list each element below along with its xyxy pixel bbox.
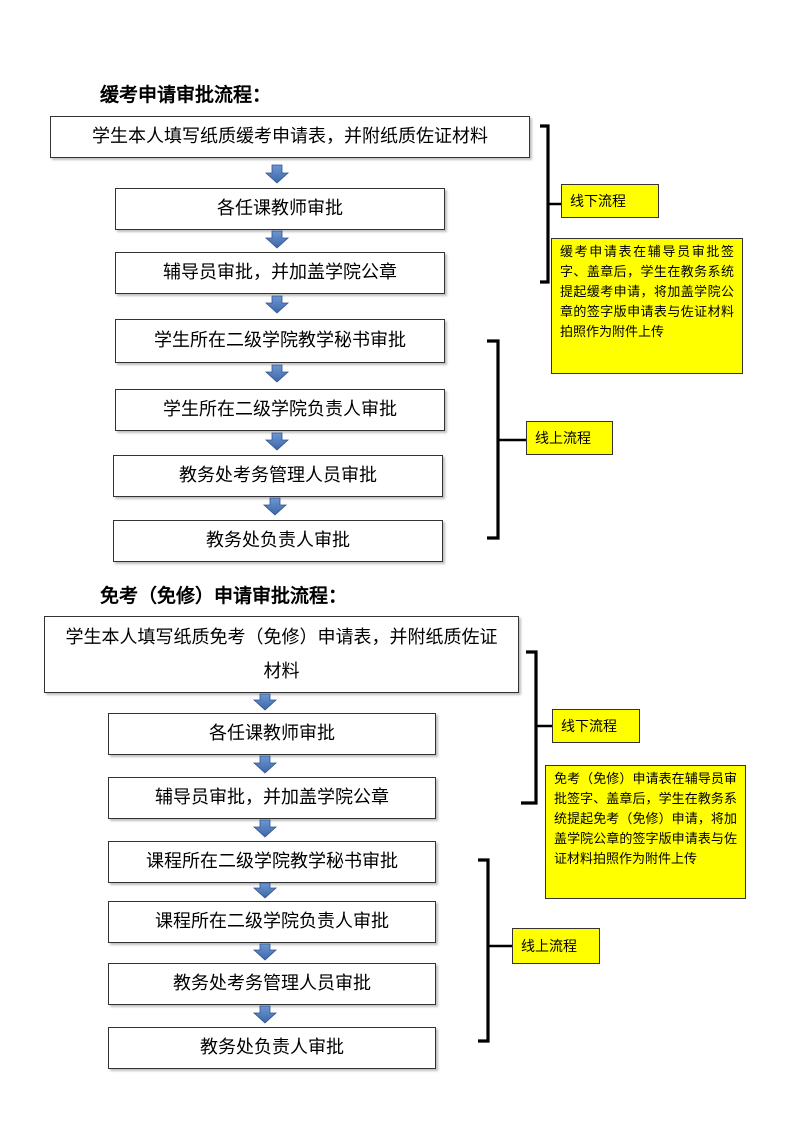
s2-online-bracket <box>478 858 490 1043</box>
arrow-down-icon <box>264 432 290 451</box>
s1-offline-label: 线下流程 <box>561 184 659 218</box>
s2-step-5: 课程所在二级学院负责人审批 <box>108 901 436 943</box>
s2-offline-label: 线下流程 <box>552 709 640 743</box>
arrow-down-icon <box>252 882 278 899</box>
arrow-down-icon <box>252 819 278 838</box>
s2-step-3: 辅导员审批，并加盖学院公章 <box>108 777 436 819</box>
s1-offline-bracket <box>540 124 550 284</box>
s2-step-6: 教务处考务管理人员审批 <box>108 963 436 1005</box>
arrow-down-icon <box>252 693 278 711</box>
s1-step-5: 学生所在二级学院负责人审批 <box>115 389 445 431</box>
s2-offline-note: 免考（免修）申请表在辅导员审批签字、盖章后，学生在教务系统提起免考（免修）申请，… <box>545 765 746 899</box>
s2-step-2: 各任课教师审批 <box>108 713 436 755</box>
arrow-down-icon <box>264 364 290 383</box>
s2-offline-bracket <box>521 650 538 805</box>
s1-step-6: 教务处考务管理人员审批 <box>113 455 443 497</box>
arrow-down-icon <box>252 755 278 774</box>
arrow-down-icon <box>264 230 290 249</box>
s1-step-1: 学生本人填写纸质缓考申请表，并附纸质佐证材料 <box>50 116 530 158</box>
section2-title: 免考（免修）申请审批流程： <box>100 585 348 607</box>
arrow-down-icon <box>264 295 290 314</box>
s1-step-4: 学生所在二级学院教学秘书审批 <box>115 319 445 363</box>
s1-step-7: 教务处负责人审批 <box>113 520 443 562</box>
s2-online-label: 线上流程 <box>512 928 600 964</box>
s2-step-4: 课程所在二级学院教学秘书审批 <box>108 841 436 883</box>
arrow-down-icon <box>252 1005 278 1024</box>
s2-step-7: 教务处负责人审批 <box>108 1027 436 1069</box>
s1-step-3: 辅导员审批，并加盖学院公章 <box>115 252 445 294</box>
section1-title: 缓考申请审批流程： <box>100 84 272 106</box>
arrow-down-icon <box>252 943 278 961</box>
s1-online-bracket <box>487 339 500 540</box>
s2-step-1: 学生本人填写纸质免考（免修）申请表，并附纸质佐证材料 <box>44 616 519 693</box>
s1-offline-note: 缓考申请表在辅导员审批签字、盖章后，学生在教务系统提起缓考申请，将加盖学院公章的… <box>551 238 743 374</box>
s1-step-2: 各任课教师审批 <box>115 188 445 230</box>
s1-online-label: 线上流程 <box>526 421 613 455</box>
arrow-down-icon <box>262 497 288 516</box>
arrow-down-icon <box>264 164 290 184</box>
flow-arrows <box>252 164 290 1024</box>
